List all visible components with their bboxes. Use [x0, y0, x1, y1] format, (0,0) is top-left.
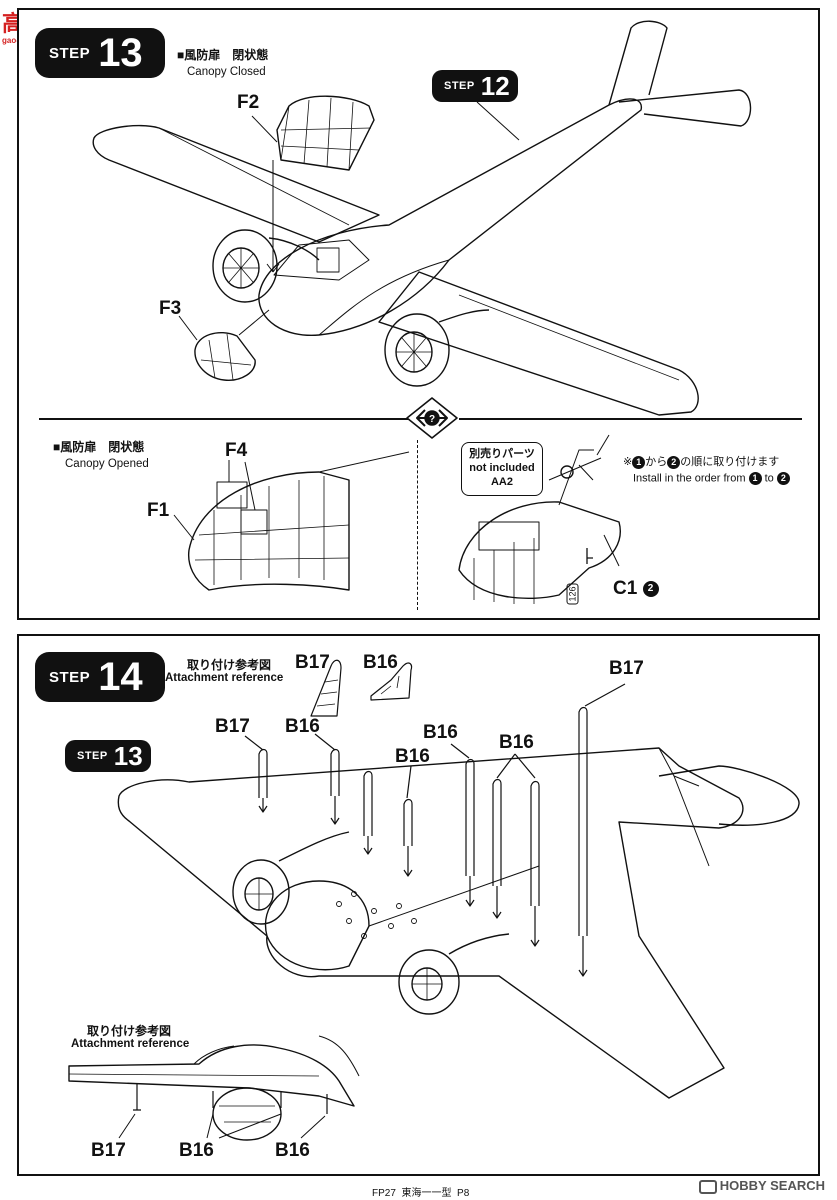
not-included-code: AA2 — [490, 476, 513, 488]
not-included-jp: 別売りパーツ — [469, 448, 535, 460]
horizontal-divider-left — [39, 418, 409, 420]
right-engine-s14 — [398, 949, 460, 1015]
vertical-divider — [417, 440, 418, 610]
page-footer: FP27 東海一一型 P8 — [372, 1184, 469, 1199]
footer-page: P8 — [457, 1188, 470, 1199]
bullet-2-icon: 2 — [667, 455, 681, 469]
part-f3-label: F3 — [159, 298, 182, 319]
f4-panel-a — [216, 481, 248, 509]
part-f4-label: F4 — [225, 440, 248, 461]
f4-panel-b — [240, 509, 268, 535]
step13-ref-word: STEP — [77, 750, 108, 762]
step12-ref-number: 12 — [480, 71, 510, 101]
horizontal-divider-right — [459, 418, 802, 420]
attachment-ref2-en: Attachment reference — [71, 1038, 190, 1050]
svg-text:?: ? — [429, 414, 435, 425]
canopy-opened-en: Canopy Opened — [65, 458, 149, 470]
left-engine-s14 — [232, 859, 290, 925]
c1-detail — [458, 501, 621, 600]
b17-label-a: B17 — [215, 716, 250, 737]
part-c1-label: C1 2 — [613, 578, 659, 600]
footer-name: 東海一一型 — [401, 1188, 452, 1199]
bullet-1b-icon: 1 — [748, 472, 762, 485]
step14-number: 14 — [98, 655, 143, 699]
step14-illustration — [68, 659, 800, 1141]
nose-f3 — [194, 332, 256, 381]
step13-ref-badge: STEP 13 — [65, 740, 151, 772]
footer-model: FP27 — [372, 1188, 396, 1199]
b16-reference-label: B16 — [363, 652, 398, 673]
step12-ref-badge: STEP 12 — [432, 70, 518, 102]
attachment-ref-jp: 取り付け参考図 — [187, 658, 272, 672]
canopy-f2 — [276, 95, 375, 171]
canopy-opened-detail — [187, 471, 350, 591]
aa2-gun-part — [560, 465, 574, 479]
canopy-closed-en: Canopy Closed — [187, 66, 266, 78]
canopy-opened-jp: ■風防扉 閉状態 — [53, 440, 145, 454]
b16-label-b: B16 — [395, 746, 430, 767]
bullet-2b-icon: 2 — [776, 472, 790, 485]
tail-fin — [608, 20, 668, 106]
hobby-search-logo-icon — [698, 1180, 717, 1194]
step13-panel: STEP 13 ■風防扉 閉状態 Canopy Closed STEP 12 F… — [17, 8, 820, 620]
wing-holes — [336, 891, 417, 939]
install-order-en-b: to — [764, 472, 774, 485]
install-order-en-a: Install in the order from — [633, 472, 746, 485]
part-c1-text: C1 — [613, 578, 638, 599]
step14-word: STEP — [49, 668, 91, 686]
step14-badge: STEP 14 — [35, 652, 165, 702]
right-wing — [378, 271, 699, 416]
nose — [264, 880, 370, 971]
side-view-engine — [212, 1087, 282, 1141]
fuselage-outline — [258, 98, 643, 336]
b16-label-c: B16 — [423, 722, 458, 743]
step13-illustration: ? — [92, 20, 752, 604]
install-order-jp-b: から — [645, 456, 668, 468]
part-c1-bullet-icon: 2 — [642, 580, 659, 597]
b16-label-a: B16 — [285, 716, 320, 737]
right-engine-cowl — [384, 313, 450, 387]
left-wing — [92, 124, 380, 243]
b17-label-c: B17 — [91, 1140, 126, 1161]
side-view-fuselage — [68, 1044, 355, 1107]
attachment-leaders — [244, 683, 626, 977]
b16-reference-part — [370, 662, 413, 701]
step14-panel: STEP 14 取り付け参考図 Attachment reference STE… — [17, 634, 820, 1176]
tail-plane-s14 — [658, 765, 800, 826]
bullet-1-icon: 1 — [632, 455, 646, 469]
attachment-ref-en: Attachment reference — [165, 672, 284, 684]
b17-label-b: B17 — [609, 658, 644, 679]
canopy-closed-jp: ■風防扉 閉状態 — [177, 48, 269, 62]
install-order-en: Install in the order from 1 to 2 — [633, 472, 790, 485]
b16-label-d: B16 — [499, 732, 534, 753]
hobby-search-logo-text: HOBBY SEARCH — [719, 1178, 825, 1194]
not-included-box: 別売りパーツ not included AA2 — [461, 442, 543, 496]
install-order-jp-a: ※ — [623, 456, 633, 468]
step13-badge: STEP 13 — [35, 28, 165, 78]
b16-label-e: B16 — [179, 1140, 214, 1161]
not-included-en: not included — [469, 462, 535, 474]
step12-ref-word: STEP — [444, 80, 475, 92]
part-f2-label: F2 — [237, 92, 260, 113]
install-order-jp-c: の順に取り付けます — [680, 456, 780, 468]
step13-ref-number: 13 — [113, 741, 143, 771]
tail-plane — [618, 89, 752, 127]
main-wing — [117, 747, 744, 1099]
part-f1-label: F1 — [147, 500, 170, 521]
b17-reference-part — [310, 659, 342, 717]
attachment-ref2-jp: 取り付け参考図 — [87, 1024, 172, 1038]
b16-label-f: B16 — [275, 1140, 310, 1161]
b17-reference-label: B17 — [295, 652, 330, 673]
flip-view-diamond-icon: ? — [406, 397, 458, 439]
step13-number: 13 — [98, 31, 143, 75]
hobby-search-logo: HOBBY SEARCH — [698, 1178, 825, 1194]
step13-word: STEP — [49, 44, 91, 62]
